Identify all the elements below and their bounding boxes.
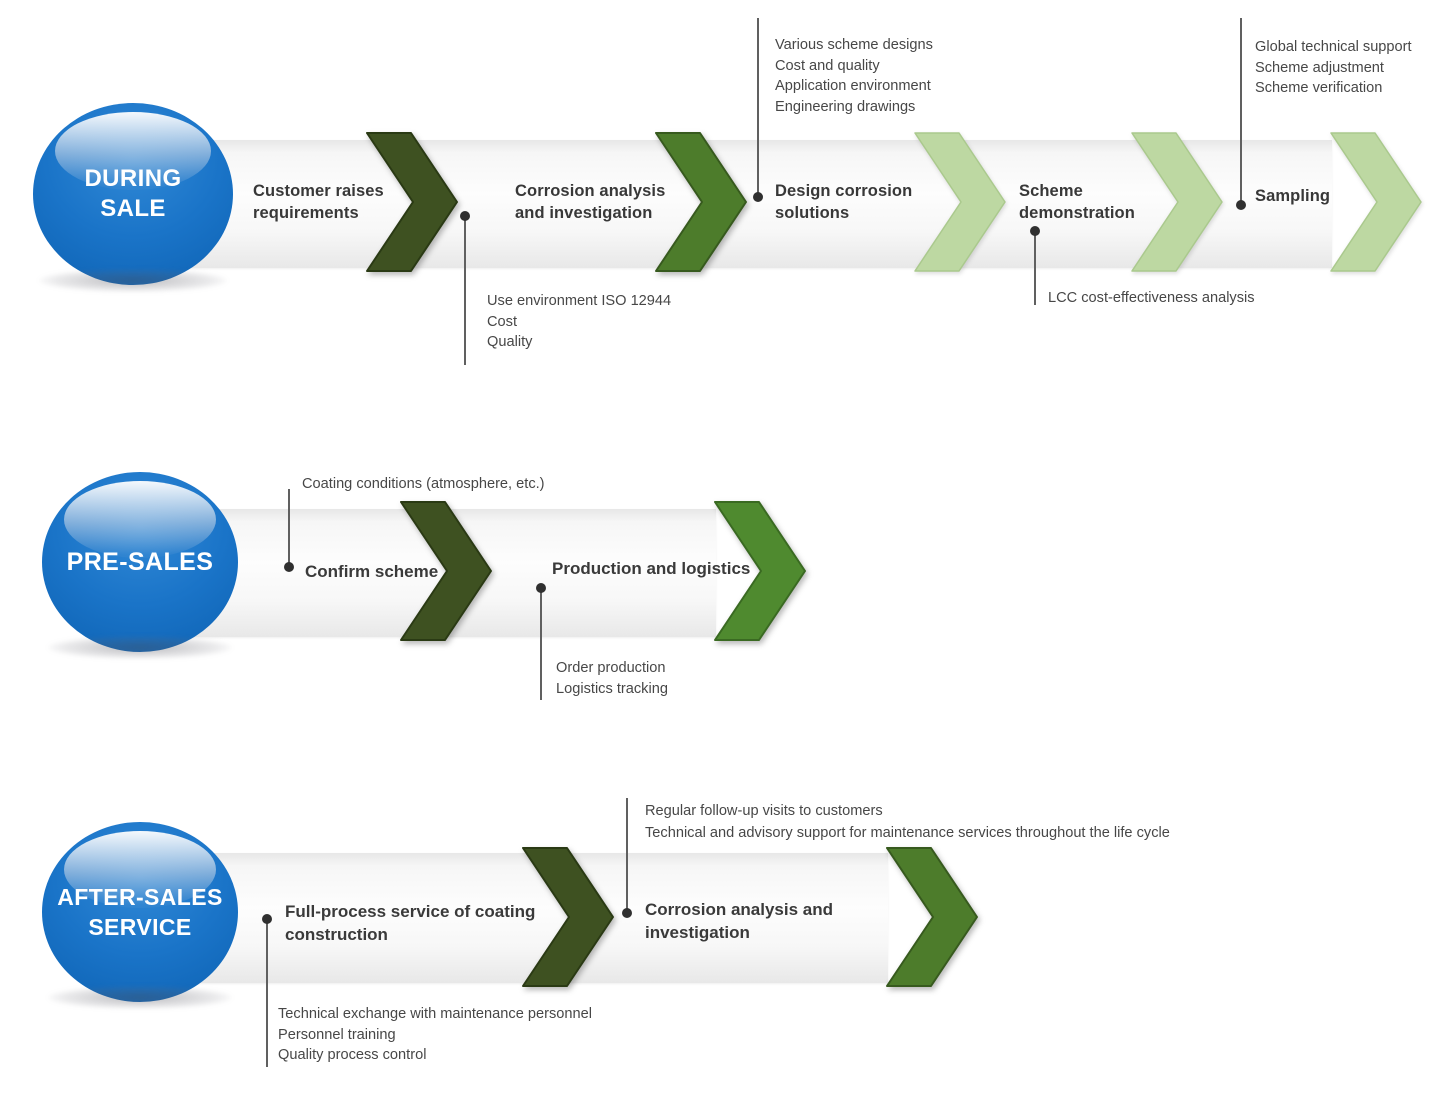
step-label-customer-raises-requirements: Customer raises requirements xyxy=(253,181,384,224)
annotation-line: Application environment xyxy=(775,78,931,95)
step-label-line: construction xyxy=(285,925,388,944)
step-label-line: Design corrosion xyxy=(775,182,913,200)
connector-line xyxy=(288,489,290,563)
connector-line xyxy=(540,590,542,700)
step-label-design-corrosion-solutions: Design corrosion solutions xyxy=(775,181,912,224)
step-label-line: Confirm scheme xyxy=(305,562,439,581)
step-label-sampling: Sampling xyxy=(1255,186,1330,208)
connector-dot xyxy=(262,914,272,924)
annotation-line: Order production xyxy=(556,660,666,676)
connector-dot xyxy=(753,192,763,202)
step-label-confirm-scheme: Confirm scheme xyxy=(305,560,438,583)
badge-line: AFTER-SALES xyxy=(57,884,223,910)
annotation-line: Cost and quality xyxy=(775,57,880,74)
annotation-line: Technical exchange with maintenance pers… xyxy=(278,1006,592,1022)
annotation-line: Quality xyxy=(487,334,533,351)
annotation-line: Engineering drawings xyxy=(775,98,916,115)
annotation-line: Global technical support xyxy=(1255,39,1412,55)
annotation-line: Various scheme designs xyxy=(775,37,933,53)
stage-badge-after-sales: AFTER-SALES SERVICE xyxy=(42,822,238,1002)
stage-badge-label: AFTER-SALES SERVICE xyxy=(57,882,222,942)
step-label-line: Corrosion analysis and xyxy=(645,900,833,919)
step-label-corrosion-analysis: Corrosion analysis and investigation xyxy=(515,181,665,224)
connector-dot xyxy=(1236,200,1246,210)
step-label-line: investigation xyxy=(645,923,750,942)
flow-arrow-icon xyxy=(714,501,806,641)
flow-arrow-icon xyxy=(522,847,614,987)
step-label-line: Scheme xyxy=(1019,182,1083,200)
flow-arrow-icon xyxy=(655,132,747,272)
annotation-line: Technical and advisory support for maint… xyxy=(645,824,1170,841)
connector-dot xyxy=(622,908,632,918)
annotation-confirm-scheme: Coating conditions (atmosphere, etc.) xyxy=(302,474,545,495)
step-label-line: Sampling xyxy=(1255,187,1331,205)
annotation-line: Cost xyxy=(487,313,518,330)
stage-badge-label: DURING SALE xyxy=(84,164,181,224)
step-label-line: Customer raises xyxy=(253,182,384,200)
annotation-line: Regular follow-up visits to customers xyxy=(645,803,883,819)
stage-badge-label: PRE-SALES xyxy=(67,547,214,577)
connector-line xyxy=(757,18,759,197)
annotation-line: Logistics tracking xyxy=(556,680,668,697)
flow-arrow-icon xyxy=(886,847,978,987)
connector-dot xyxy=(1030,226,1040,236)
step-label-line: solutions xyxy=(775,203,850,222)
connector-line xyxy=(1034,233,1036,305)
step-label-scheme-demonstration: Scheme demonstration xyxy=(1019,181,1135,224)
step-label-line: Full-process service of coating xyxy=(285,902,536,921)
step-label-line: demonstration xyxy=(1019,203,1135,222)
flow-arrow-icon xyxy=(366,132,458,272)
badge-line: SERVICE xyxy=(88,914,192,940)
connector-dot xyxy=(460,211,470,221)
annotation-line: Use environment ISO 12944 xyxy=(487,293,672,309)
stage-badge-pre-sales: PRE-SALES xyxy=(42,472,238,652)
badge-line: PRE-SALES xyxy=(66,548,214,576)
step-label-line: Production and logistics xyxy=(552,559,751,578)
connector-line xyxy=(464,218,466,365)
annotation-corrosion-analysis-aftersales: Regular follow-up visits to customers Te… xyxy=(645,801,1170,844)
annotation-production-logistics: Order production Logistics tracking xyxy=(556,658,668,699)
annotation-line: Quality process control xyxy=(278,1047,427,1064)
step-label-line: requirements xyxy=(253,203,359,222)
flow-arrow-icon xyxy=(914,132,1006,272)
annotation-customer-requirements: Use environment ISO 12944 Cost Quality xyxy=(487,291,671,353)
step-label-full-process-service: Full-process service of coating construc… xyxy=(285,900,535,946)
flow-arrow-icon xyxy=(1131,132,1223,272)
annotation-line: Scheme verification xyxy=(1255,80,1383,97)
step-label-corrosion-analysis-aftersales: Corrosion analysis and investigation xyxy=(645,898,833,944)
annotation-line: Personnel training xyxy=(278,1026,396,1043)
annotation-line: Coating conditions (atmosphere, etc.) xyxy=(302,476,545,492)
connector-line xyxy=(266,921,268,1067)
annotation-line: Scheme adjustment xyxy=(1255,59,1384,76)
badge-line: SALE xyxy=(100,195,166,222)
annotation-sampling: Global technical support Scheme adjustme… xyxy=(1255,37,1412,99)
annotation-full-process-service: Technical exchange with maintenance pers… xyxy=(278,1004,592,1066)
step-label-line: Corrosion analysis xyxy=(515,182,666,200)
annotation-scheme-demonstration: LCC cost-effectiveness analysis xyxy=(1048,288,1255,309)
connector-line xyxy=(626,798,628,910)
connector-line xyxy=(1240,18,1242,205)
flow-arrow-icon xyxy=(1330,132,1422,272)
badge-line: DURING xyxy=(84,165,182,192)
annotation-line: LCC cost-effectiveness analysis xyxy=(1048,290,1255,306)
step-label-line: and investigation xyxy=(515,203,653,222)
flow-arrow-icon xyxy=(400,501,492,641)
step-label-production-logistics: Production and logistics xyxy=(552,557,750,580)
annotation-design-solutions: Various scheme designs Cost and quality … xyxy=(775,35,933,117)
stage-badge-during-sale: DURING SALE xyxy=(33,103,233,285)
connector-dot xyxy=(284,562,294,572)
connector-dot xyxy=(536,583,546,593)
